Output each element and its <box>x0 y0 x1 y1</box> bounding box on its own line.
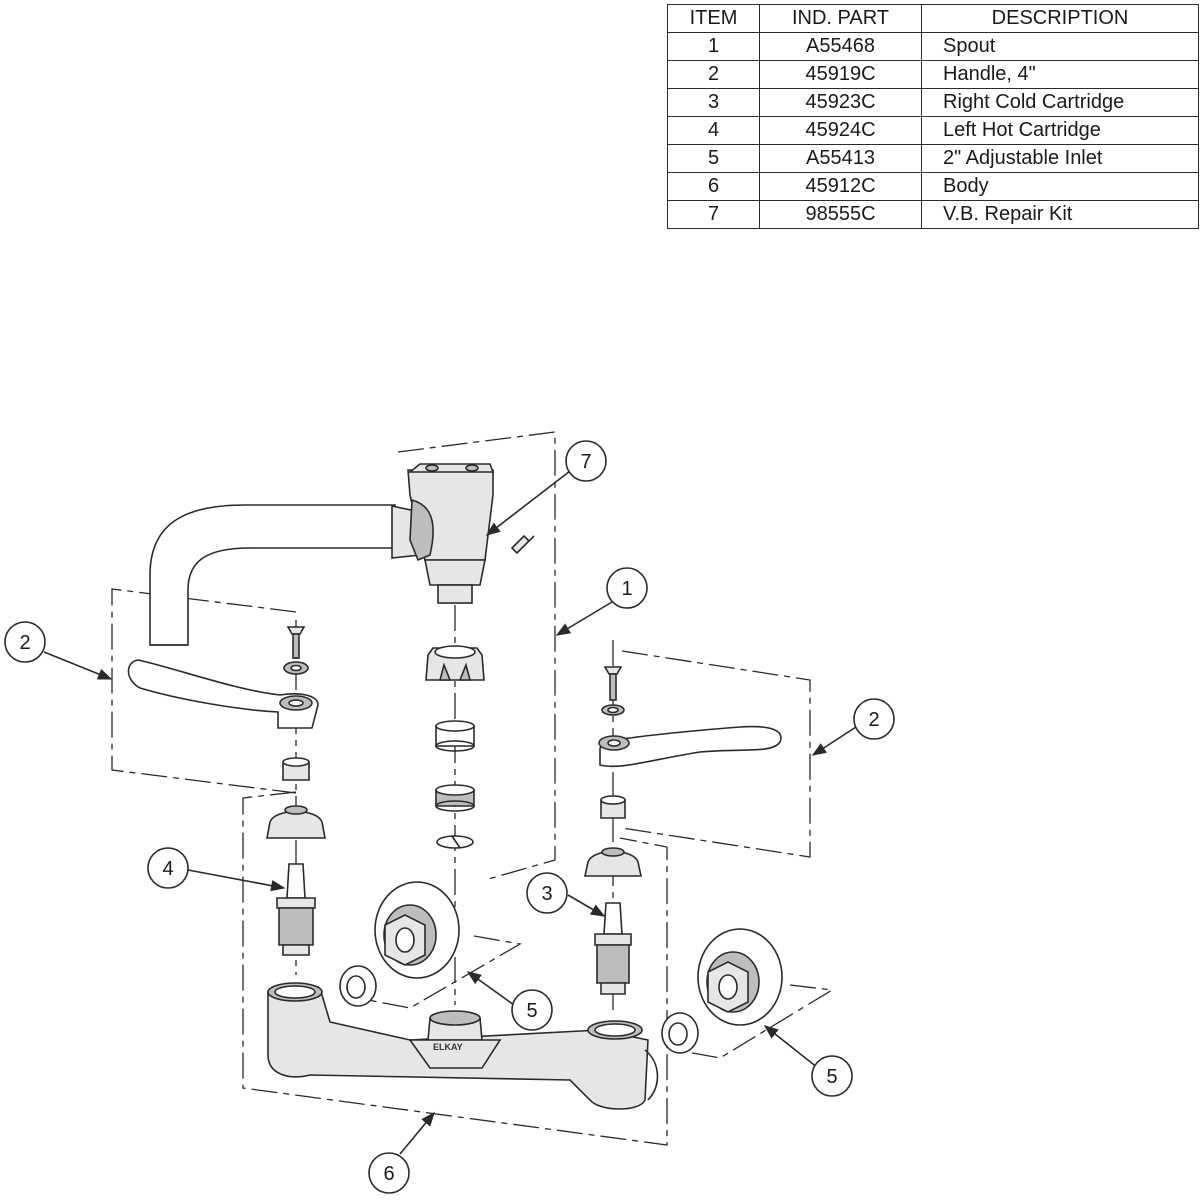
callout-handle-right: 2 <box>853 698 895 740</box>
body-group-outline <box>242 791 668 1146</box>
svg-text:5: 5 <box>526 1000 537 1022</box>
svg-text:7: 7 <box>580 451 591 473</box>
callout-hot-cartridge: 4 <box>147 847 189 889</box>
right-handle-group-outline <box>621 650 811 858</box>
header-ind-part: IND. PART <box>759 4 922 33</box>
left-bonnet <box>266 805 326 839</box>
callout-spout: 1 <box>606 567 648 609</box>
right-inlet-washer <box>661 1012 699 1054</box>
spout-group-outline <box>397 431 556 881</box>
row-description: Handle, 4" <box>921 60 1199 89</box>
svg-text:4: 4 <box>162 858 173 880</box>
brand-mark: ELKAY <box>433 1042 463 1052</box>
row-part-number: 45912C <box>759 172 922 201</box>
left-inlet-washer <box>339 965 377 1007</box>
table-row: 3 45923C Right Cold Cartridge <box>667 88 1199 117</box>
svg-text:2: 2 <box>19 632 30 654</box>
faucet-body: ELKAY <box>267 982 659 1110</box>
spout-retaining-ring <box>436 835 474 849</box>
callout-repair-kit: 7 <box>565 440 607 482</box>
svg-text:6: 6 <box>383 1163 394 1185</box>
right-adapter <box>600 795 626 819</box>
parts-table-header-row: ITEM IND. PART DESCRIPTION <box>667 4 1199 33</box>
row-part-number: A55468 <box>759 32 922 61</box>
row-part-number: 45924C <box>759 116 922 145</box>
spout <box>149 504 431 646</box>
left-handle-screw <box>286 626 306 659</box>
table-row: 4 45924C Left Hot Cartridge <box>667 116 1199 145</box>
right-handle <box>598 725 782 768</box>
right-inlet-group-outline <box>675 984 834 1059</box>
svg-text:1: 1 <box>621 578 632 600</box>
table-row: 6 45912C Body <box>667 172 1199 201</box>
callout-body: 6 <box>368 1152 410 1194</box>
table-row: 1 A55468 Spout <box>667 32 1199 61</box>
vacuum-breaker-repair-kit <box>407 463 535 604</box>
svg-text:2: 2 <box>868 709 879 731</box>
right-cold-cartridge <box>594 902 632 995</box>
row-item: 4 <box>667 116 760 145</box>
right-handle-washer <box>601 704 625 716</box>
row-part-number: 45919C <box>759 60 922 89</box>
row-part-number: 45923C <box>759 88 922 117</box>
left-hot-cartridge <box>276 863 316 956</box>
left-handle <box>127 659 319 729</box>
row-part-number: A55413 <box>759 144 922 173</box>
spout-o-ring <box>435 784 475 812</box>
row-item: 1 <box>667 32 760 61</box>
row-item: 7 <box>667 200 760 229</box>
row-description: Left Hot Cartridge <box>921 116 1199 145</box>
callout-inlet-left: 5 <box>511 989 553 1031</box>
callout-leaders <box>43 470 857 1155</box>
spout-ring <box>435 720 475 752</box>
parts-table: ITEM IND. PART DESCRIPTION 1 A55468 Spou… <box>667 4 1199 229</box>
left-handle-washer <box>283 661 309 675</box>
row-description: Body <box>921 172 1199 201</box>
left-adapter <box>282 757 310 781</box>
table-row: 7 98555C V.B. Repair Kit <box>667 200 1199 229</box>
header-item: ITEM <box>667 4 760 33</box>
coupling-nut <box>425 645 485 681</box>
callout-cold-cartridge: 3 <box>526 872 568 914</box>
right-handle-screw <box>603 666 623 701</box>
row-item: 5 <box>667 144 760 173</box>
table-row: 5 A55413 2" Adjustable Inlet <box>667 144 1199 173</box>
left-adjustable-inlet <box>374 881 460 979</box>
callout-handle-left: 2 <box>4 621 46 663</box>
row-description: V.B. Repair Kit <box>921 200 1199 229</box>
callout-inlet-right: 5 <box>811 1055 853 1097</box>
svg-text:3: 3 <box>541 883 552 905</box>
left-inlet-group-outline <box>367 935 522 1009</box>
row-item: 2 <box>667 60 760 89</box>
right-bonnet <box>584 847 642 877</box>
table-row: 2 45919C Handle, 4" <box>667 60 1199 89</box>
right-adjustable-inlet <box>697 928 783 1026</box>
row-description: Right Cold Cartridge <box>921 88 1199 117</box>
svg-text:5: 5 <box>826 1066 837 1088</box>
